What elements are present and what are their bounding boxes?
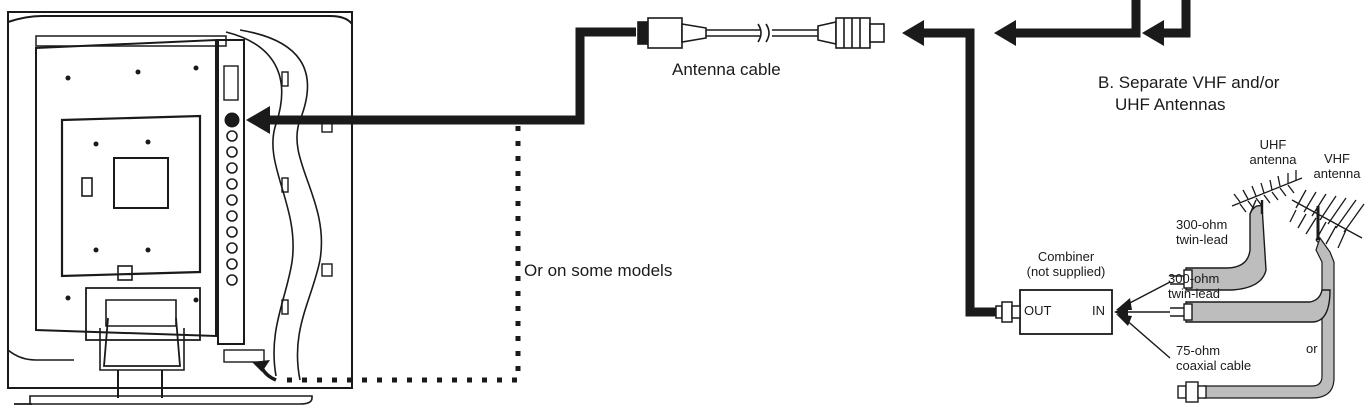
arrow-to-cable <box>902 20 924 46</box>
combiner-out-label: OUT <box>1024 303 1052 318</box>
twin-lead-mid-label: 300-ohm twin-lead <box>1168 271 1221 301</box>
coax-plug <box>1177 381 1207 403</box>
arrow-from-section-b <box>994 20 1016 46</box>
alternate-route-arrowhead <box>252 360 270 372</box>
vhf-antenna-label: VHF antenna <box>1313 151 1361 181</box>
combiner-in-label: IN <box>1092 303 1105 318</box>
section-b-title-line1: B. Separate VHF and/or <box>1098 73 1280 92</box>
or-label: or <box>1306 341 1318 356</box>
or-on-some-models-label: Or on some models <box>524 261 673 280</box>
vhf-antenna <box>1289 189 1365 249</box>
combiner-input-lines <box>1123 281 1171 359</box>
mounting-screws <box>65 65 199 303</box>
combiner-input-arrowheads <box>1114 298 1132 326</box>
alternate-route-dotted <box>280 126 521 383</box>
uhf-antenna-label: UHF antenna <box>1249 137 1297 167</box>
input-arrows <box>920 0 1191 317</box>
twin-lead-top-label: 300-ohm twin-lead <box>1176 217 1229 247</box>
antenna-cable-illustration <box>637 17 885 49</box>
antenna-cable-path <box>264 27 636 125</box>
coax-label: 75-ohm coaxial cable <box>1176 343 1252 373</box>
combiner-box <box>1019 289 1113 335</box>
arrow-to-tv-input <box>246 106 270 134</box>
antenna-input-jack <box>224 112 240 128</box>
arrow-from-section-a <box>1142 20 1164 46</box>
combiner-out-plug <box>995 301 1021 323</box>
tv-rear-panel <box>7 11 353 405</box>
alternate-route-curved-arrow <box>260 367 277 382</box>
antenna-cable-label: Antenna cable <box>672 60 781 79</box>
uhf-antenna <box>1231 170 1303 214</box>
vhf-twin-lead <box>1170 289 1331 323</box>
section-b-title-line2: UHF Antennas <box>1115 95 1226 114</box>
combiner-label: Combiner (not supplied) <box>1026 249 1106 279</box>
tv-terminal-jacks <box>226 114 238 286</box>
